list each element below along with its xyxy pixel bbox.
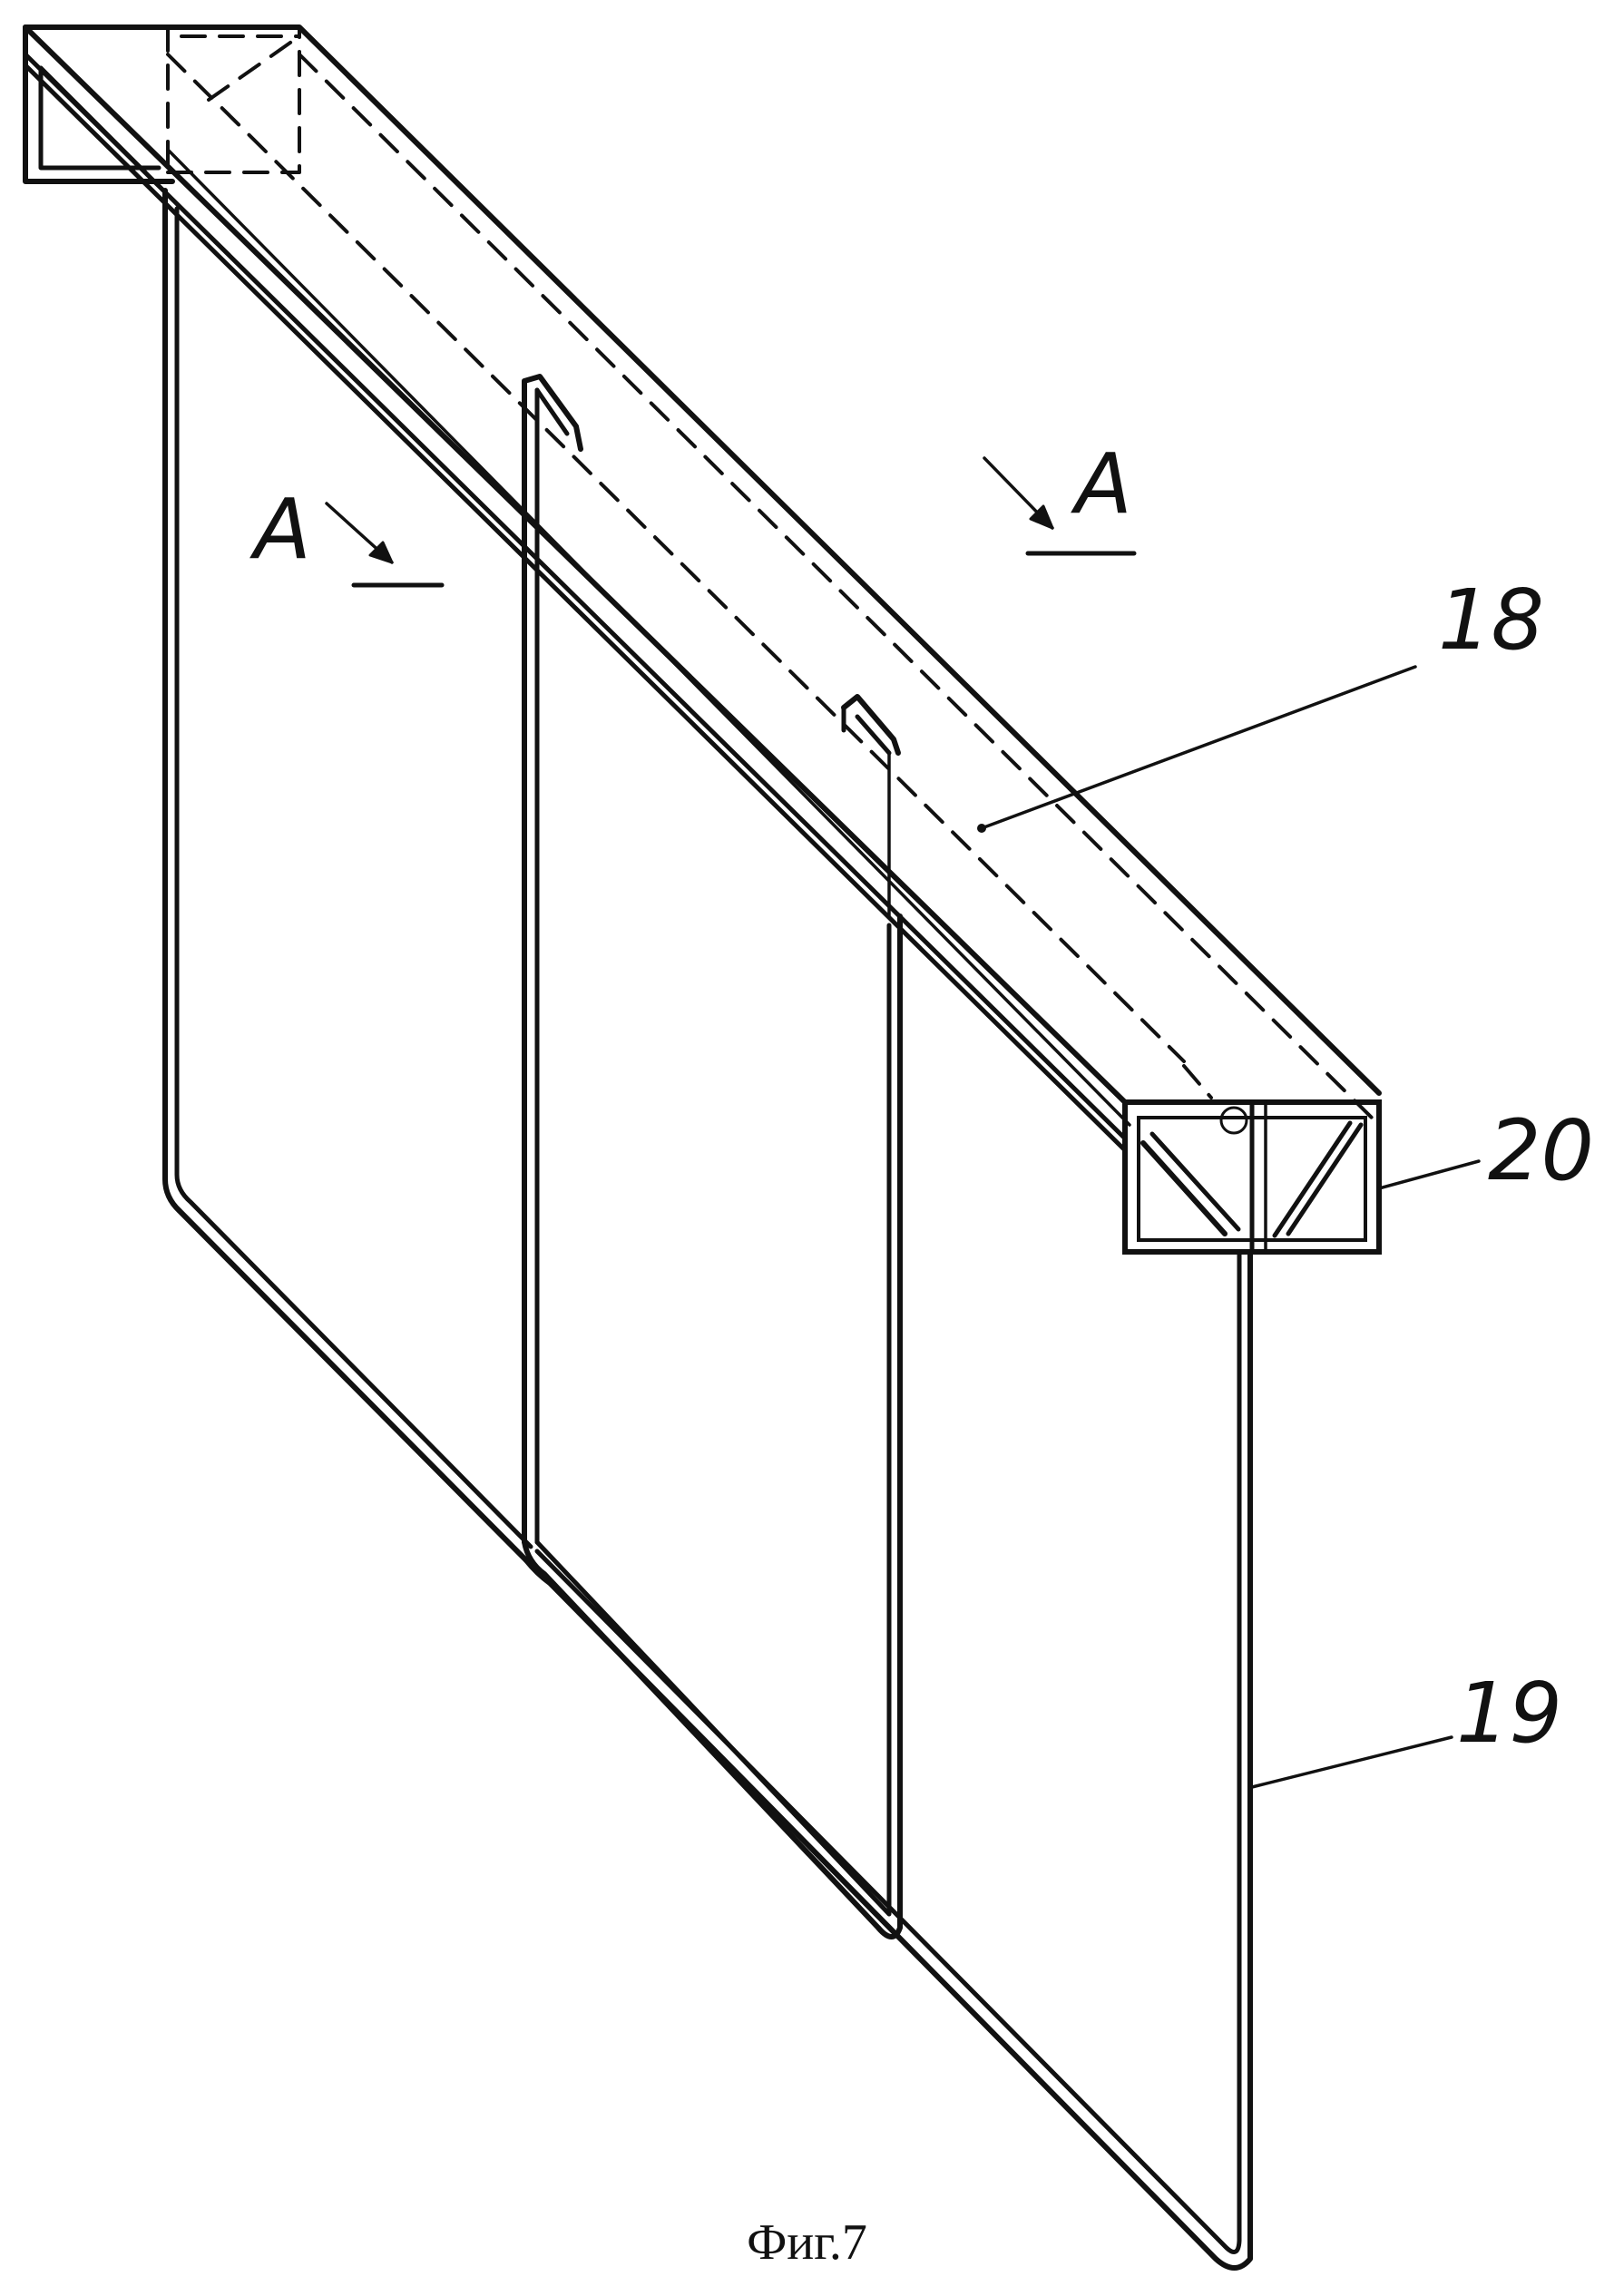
callout-20: 20 — [1377, 1102, 1594, 1199]
section-marker-left: A — [249, 481, 445, 588]
callout-18: 18 — [977, 572, 1544, 833]
section-label-left: A — [249, 481, 311, 578]
numeral-19: 19 — [1456, 1665, 1562, 1762]
numeral-20: 20 — [1488, 1102, 1594, 1199]
end-profile-20 — [1122, 1064, 1382, 1255]
numeral-18: 18 — [1438, 572, 1544, 669]
section-marker-right: A — [983, 435, 1137, 556]
left-end-profile — [23, 24, 301, 184]
callout-19: 19 — [1250, 1665, 1562, 1789]
right-section-hook — [841, 694, 901, 918]
middle-section-hook — [522, 374, 903, 1939]
beam-18 — [23, 24, 1382, 1153]
section-label-right: A — [1071, 435, 1132, 532]
figure-caption: Фиг.7 — [747, 2214, 867, 2271]
panel-19 — [162, 188, 1253, 2271]
